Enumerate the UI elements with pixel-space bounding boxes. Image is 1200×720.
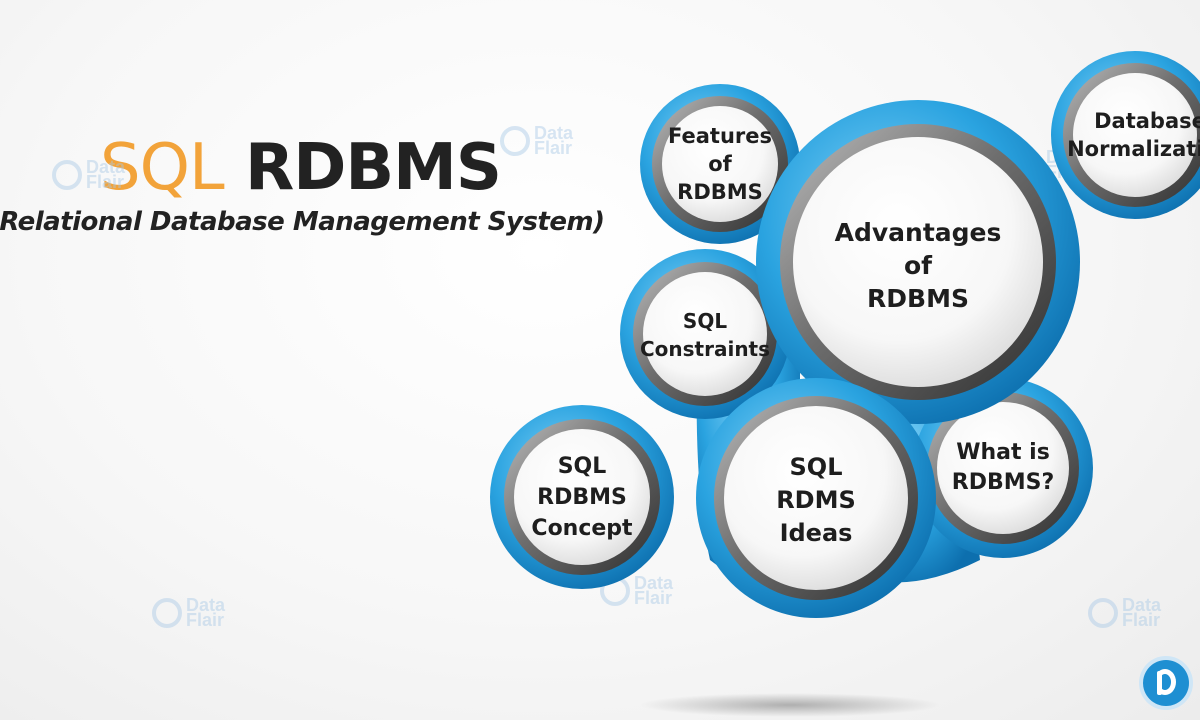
bubble-label-line: Features <box>668 124 772 148</box>
watermark-line2: Flair <box>86 172 125 192</box>
watermark-icon <box>52 160 82 190</box>
bubble-label-line: SQL <box>557 453 607 479</box>
bubble-label-advantages: Advantages of RDBMS <box>818 218 1018 313</box>
bubble-advantages <box>756 100 1080 424</box>
bubble-label-line: RDMS Ideas <box>776 485 856 547</box>
watermark-icon <box>500 126 530 156</box>
bubble-label-line: Concept <box>531 515 633 541</box>
bubble-label-line: Database <box>1094 109 1200 133</box>
watermark-line1: Data <box>186 595 226 615</box>
bubble-label-concept: SQL RDBMS Concept <box>517 447 647 547</box>
bubble-label-line: of RDBMS <box>677 152 763 204</box>
bubble-constraints <box>620 249 790 419</box>
bubble-normalization <box>1051 51 1200 219</box>
bubble-label-line: RDBMS <box>867 283 969 313</box>
bubble-label-line: SQL <box>682 309 728 333</box>
watermark-line1: Data <box>86 157 126 177</box>
watermark-icon <box>1088 598 1118 628</box>
bubble-label-line: Advantages of <box>834 217 1002 280</box>
bubble-label-line: RDBMS? <box>951 470 1055 495</box>
bubble-label-line: Normalization <box>1067 137 1200 161</box>
bubble-label-ideas: SQL RDMS Ideas <box>736 453 896 547</box>
bubble-features <box>640 84 800 244</box>
watermark-line2: Flair <box>634 588 673 608</box>
bubble-concept <box>490 405 674 589</box>
bubble-label-what-is: What is RDBMS? <box>940 425 1066 511</box>
title-rdbms: RDBMS <box>244 131 502 205</box>
bubble-label-line: Constraints <box>639 337 771 361</box>
bubble-what-is <box>913 378 1093 558</box>
bubble-label-constraints: SQL Constraints <box>640 295 770 375</box>
page-subtitle: (Relational Database Management System) <box>0 207 605 237</box>
floor-shadow <box>640 693 940 717</box>
watermark-line1: Data <box>534 123 574 143</box>
bubble-label-features: Features of RDBMS <box>662 114 778 214</box>
watermark-line2: Flair <box>1122 610 1161 630</box>
title-sql: SQL <box>100 131 225 205</box>
bubble-label-normalization: Database Normalization <box>1060 85 1200 185</box>
watermark-line2: Flair <box>534 138 573 158</box>
watermark-line2: Flair <box>186 610 225 630</box>
bubble-ideas <box>696 378 936 618</box>
bubble-label-line: RDBMS <box>537 484 627 510</box>
dataflair-logo-icon <box>1143 660 1189 706</box>
watermark-icon <box>152 598 182 628</box>
page-title: SQL RDBMS <box>100 136 502 200</box>
bubble-label-line: SQL <box>789 452 843 481</box>
watermark-line1: Data <box>1122 595 1162 615</box>
bubble-label-line: What is <box>956 440 1050 465</box>
watermark-line1: Data <box>634 573 674 593</box>
